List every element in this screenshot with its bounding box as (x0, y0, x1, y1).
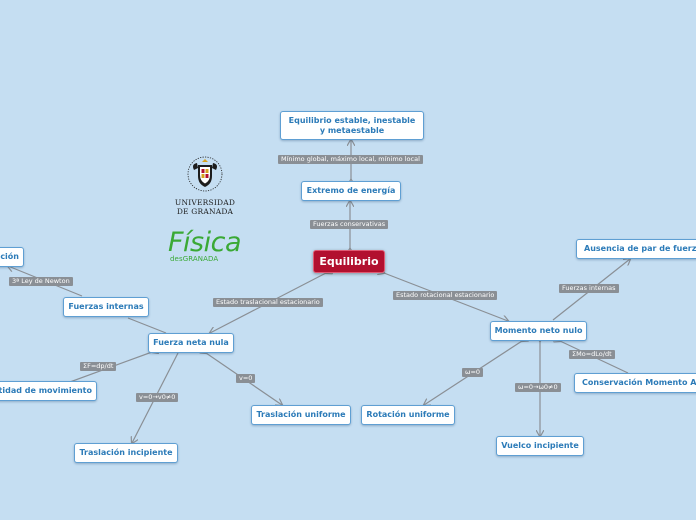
node-traslacion-uniforme[interactable]: Traslación uniforme (251, 405, 351, 425)
label-omega0[interactable]: ω=0 (462, 368, 484, 377)
node-vuelco-incipiente-label: Vuelco incipiente (501, 441, 579, 450)
ugr-line1: UNIVERSIDAD (174, 198, 236, 207)
node-cantidad-movimiento[interactable]: tidad de movimiento (0, 381, 97, 401)
root-node-label: Equilibrio (319, 255, 379, 268)
node-traslacion-incipiente[interactable]: Traslación incipiente (74, 443, 178, 463)
node-rotacion-uniforme-label: Rotación uniforme (366, 410, 450, 419)
node-traslacion-uniforme-label: Traslación uniforme (256, 410, 346, 419)
node-ausencia-par[interactable]: Ausencia de par de fuerzas (576, 239, 696, 259)
node-equilibrio-tipos[interactable]: Equilibrio estable, inestable y metaesta… (280, 111, 424, 140)
fisica-logo-text: Física (168, 227, 242, 258)
node-accion-reaccion[interactable]: ción (0, 247, 24, 267)
label-sum-f[interactable]: ΣF=dp/dt (80, 362, 117, 371)
node-conservacion-momento-label: Conservación Momento Ang (582, 378, 696, 387)
fisica-logo-subtext: desGRANADA (170, 255, 219, 263)
label-v0-v0[interactable]: v=0→v0≠0 (136, 393, 179, 402)
label-minimo-global[interactable]: Mínimo global, máximo local, mínimo loca… (278, 155, 423, 164)
node-conservacion-momento[interactable]: Conservación Momento Ang (574, 373, 696, 393)
node-momento-neto-nulo-label: Momento neto nulo (494, 326, 583, 335)
label-v0[interactable]: v=0 (236, 374, 256, 383)
ugr-crest-icon (187, 156, 223, 192)
link-fuerza-internas (127, 317, 167, 334)
node-fuerza-neta-nula[interactable]: Fuerza neta nula (148, 333, 234, 353)
label-fuerzas-conservativas[interactable]: Fuerzas conservativas (310, 220, 389, 229)
node-fuerzas-internas-label: Fuerzas internas (68, 302, 144, 311)
node-equilibrio-tipos-label: Equilibrio estable, inestable y metaesta… (288, 115, 416, 135)
node-extremo-energia[interactable]: Extremo de energía (301, 181, 401, 201)
node-fuerza-neta-nula-label: Fuerza neta nula (153, 338, 229, 347)
node-traslacion-incipiente-label: Traslación incipiente (79, 448, 173, 457)
label-estado-rotacional[interactable]: Estado rotacional estacionario (393, 291, 498, 300)
node-rotacion-uniforme[interactable]: Rotación uniforme (361, 405, 455, 425)
label-sum-m[interactable]: ΣMo=dLo/dt (569, 350, 615, 359)
node-ausencia-par-label: Ausencia de par de fuerzas (584, 244, 696, 253)
label-estado-traslacional[interactable]: Estado traslacional estacionario (213, 298, 323, 307)
node-fuerzas-internas[interactable]: Fuerzas internas (63, 297, 149, 317)
fisica-logo: Física desGRANADA (166, 228, 246, 268)
root-node[interactable]: Equilibrio (313, 250, 385, 273)
label-fuerzas-internas[interactable]: Fuerzas internas (559, 284, 619, 293)
node-vuelco-incipiente[interactable]: Vuelco incipiente (496, 436, 584, 456)
label-tercera-ley[interactable]: 3ª Ley de Newton (9, 277, 73, 286)
ugr-logo: UNIVERSIDAD DE GRANADA (170, 154, 240, 216)
node-accion-reaccion-label: ción (0, 252, 19, 261)
node-momento-neto-nulo[interactable]: Momento neto nulo (490, 321, 587, 341)
label-omega0-omega0[interactable]: ω=0→ω0≠0 (515, 383, 561, 392)
ugr-line2: DE GRANADA (176, 207, 234, 216)
node-cantidad-movimiento-label: tidad de movimiento (0, 386, 92, 395)
node-extremo-energia-label: Extremo de energía (306, 186, 396, 195)
